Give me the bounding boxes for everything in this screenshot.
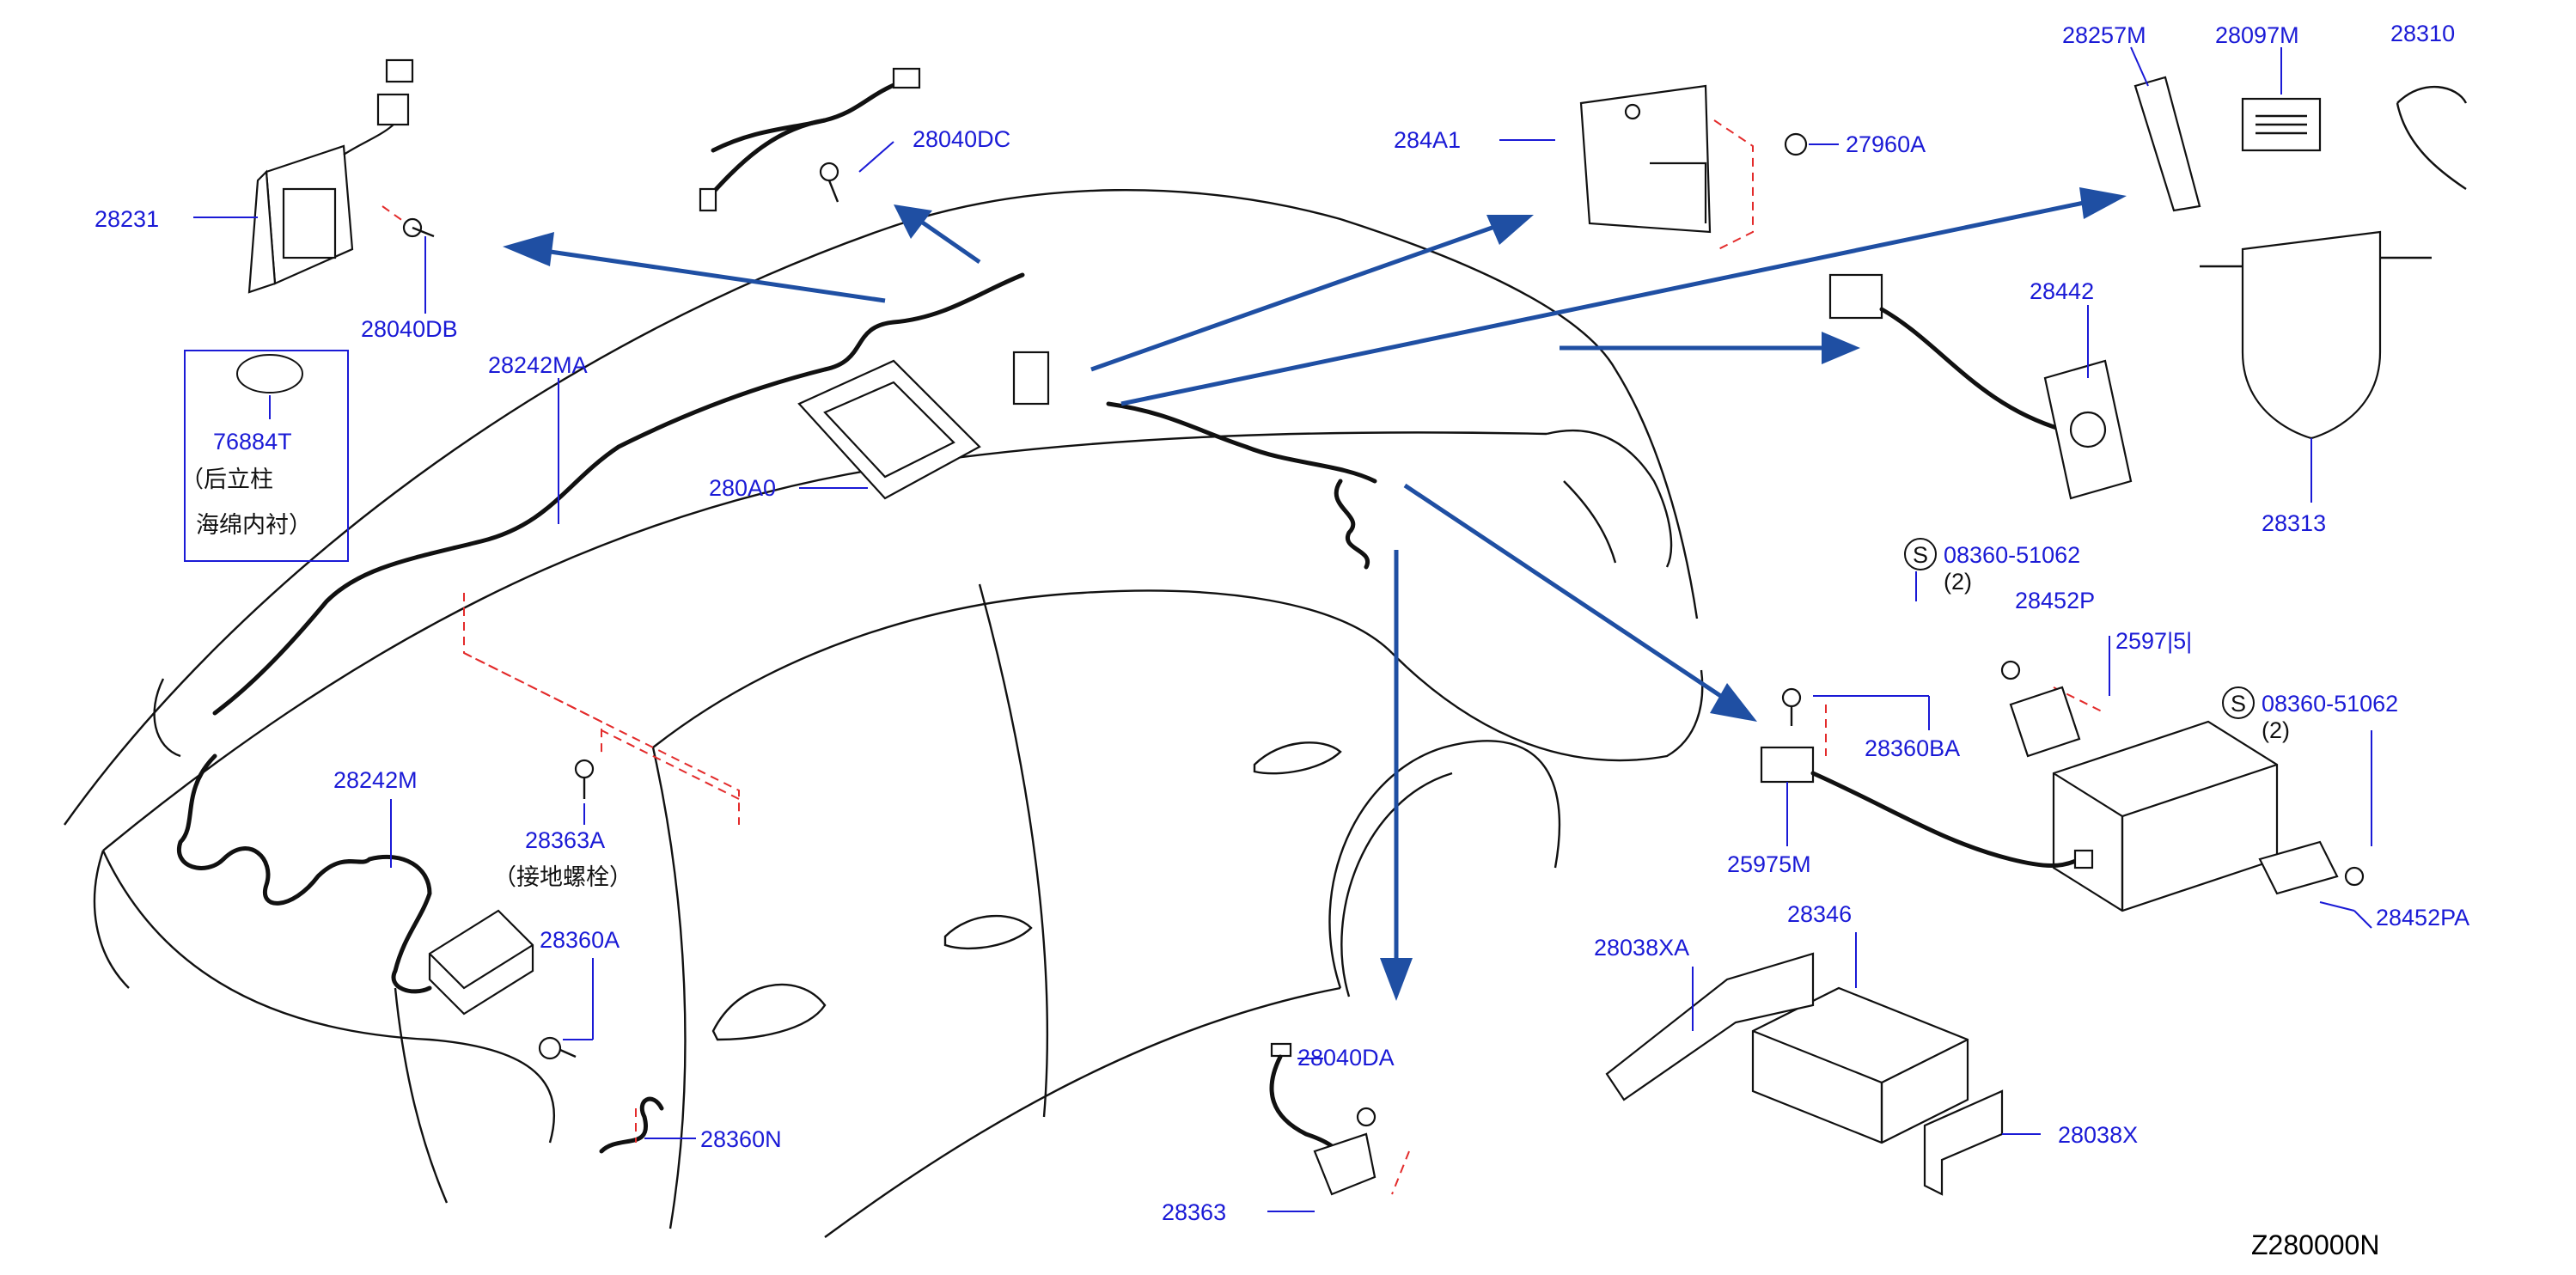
label-28442: 28442 bbox=[2030, 278, 2094, 304]
arrowhead-up-left-icon bbox=[894, 204, 932, 239]
label-28452PA: 28452PA bbox=[2376, 905, 2469, 930]
arrowhead-down-icon bbox=[1380, 958, 1413, 1001]
arrowhead-right-icon-2 bbox=[1822, 332, 1860, 364]
part-28040DA-harness bbox=[1269, 1042, 1377, 1196]
part-25975M bbox=[1760, 687, 2094, 869]
arrowhead-left-icon bbox=[503, 232, 554, 266]
label-25975M: 25975M bbox=[1727, 851, 1811, 877]
label-28040DA: 28040DA bbox=[1297, 1045, 1395, 1071]
part-28363A-bolt bbox=[574, 759, 595, 799]
note-ground-bolt: （接地螺栓） bbox=[493, 864, 632, 891]
note-pillar-line1: （后立柱 bbox=[180, 467, 273, 493]
arrowhead-right-icon bbox=[2079, 187, 2127, 219]
part-28097M bbox=[2241, 97, 2322, 152]
label-28310: 28310 bbox=[2390, 21, 2455, 46]
label-28360N: 28360N bbox=[700, 1126, 782, 1152]
label-28242MA: 28242MA bbox=[488, 352, 588, 378]
leader-lines bbox=[193, 46, 2372, 1212]
label-28231: 28231 bbox=[95, 206, 159, 232]
label-28360BA: 28360BA bbox=[1865, 735, 1960, 761]
arrowhead-up-right-icon bbox=[1486, 215, 1534, 245]
label-28452P: 28452P bbox=[2015, 588, 2095, 613]
label-28363: 28363 bbox=[1162, 1199, 1226, 1225]
part-280A0-bracket bbox=[797, 351, 1050, 500]
part-28040DC-harness bbox=[699, 67, 921, 212]
car-body-outline bbox=[64, 189, 1704, 1238]
label-27960A: 27960A bbox=[1846, 131, 1926, 157]
part-28313-cover bbox=[2200, 230, 2432, 440]
label-partial-2597: 2597|5| bbox=[2115, 628, 2192, 654]
part-284A1-bracket bbox=[1579, 84, 1808, 234]
alignment-lines bbox=[382, 119, 2269, 1195]
part-28310 bbox=[2396, 85, 2468, 190]
part-28242M-module bbox=[428, 909, 534, 1016]
s-mark-b: S bbox=[2222, 686, 2255, 719]
part-28038XA-bracket bbox=[1605, 952, 1815, 1101]
label-284A1: 284A1 bbox=[1394, 127, 1461, 153]
part-28231-module bbox=[247, 58, 435, 294]
label-28346: 28346 bbox=[1787, 901, 1852, 927]
label-28257M: 28257M bbox=[2062, 22, 2146, 48]
pillar-pad-box bbox=[184, 350, 349, 562]
label-08360-51062-b: 08360-51062 bbox=[2262, 691, 2398, 717]
s-mark-b-text: S bbox=[2231, 691, 2246, 717]
s-mark-a: S bbox=[1904, 538, 1937, 570]
label-28038XA: 28038XA bbox=[1594, 935, 1689, 961]
label-28360A: 28360A bbox=[540, 927, 620, 953]
qty-b: (2) bbox=[2262, 717, 2290, 743]
diagram-code: Z280000N bbox=[2251, 1229, 2379, 1260]
part-head-unit bbox=[2000, 660, 2365, 912]
qty-a: (2) bbox=[1944, 569, 1972, 595]
label-08360-51062-a: 08360-51062 bbox=[1944, 542, 2080, 568]
roof-harness bbox=[176, 272, 1377, 1154]
part-labels: 28231 28040DB 28040DC 76884T 28242MA 280… bbox=[95, 21, 2469, 1225]
part-28442-antenna bbox=[1828, 273, 2133, 500]
part-28038X-bracket bbox=[1923, 1089, 2004, 1196]
label-76884T: 76884T bbox=[213, 429, 292, 454]
label-28097M: 28097M bbox=[2215, 22, 2299, 48]
label-28040DC: 28040DC bbox=[913, 126, 1010, 152]
label-28242M: 28242M bbox=[333, 767, 418, 793]
part-28360A-bolt bbox=[538, 1036, 577, 1060]
label-280A0: 280A0 bbox=[709, 475, 776, 501]
label-28313: 28313 bbox=[2262, 510, 2326, 536]
direction-arrows bbox=[503, 187, 2127, 1001]
arrowhead-down-right-icon bbox=[1710, 683, 1757, 722]
part-28346-module bbox=[1751, 986, 1969, 1144]
label-28038X: 28038X bbox=[2058, 1122, 2138, 1148]
part-28257M bbox=[2133, 76, 2201, 212]
label-28040DB: 28040DB bbox=[361, 316, 458, 342]
note-pillar-line2: 海绵内衬） bbox=[196, 512, 312, 539]
part-76884T-pad bbox=[236, 354, 303, 393]
s-mark-a-text: S bbox=[1913, 542, 1928, 568]
label-28363A: 28363A bbox=[525, 827, 605, 853]
